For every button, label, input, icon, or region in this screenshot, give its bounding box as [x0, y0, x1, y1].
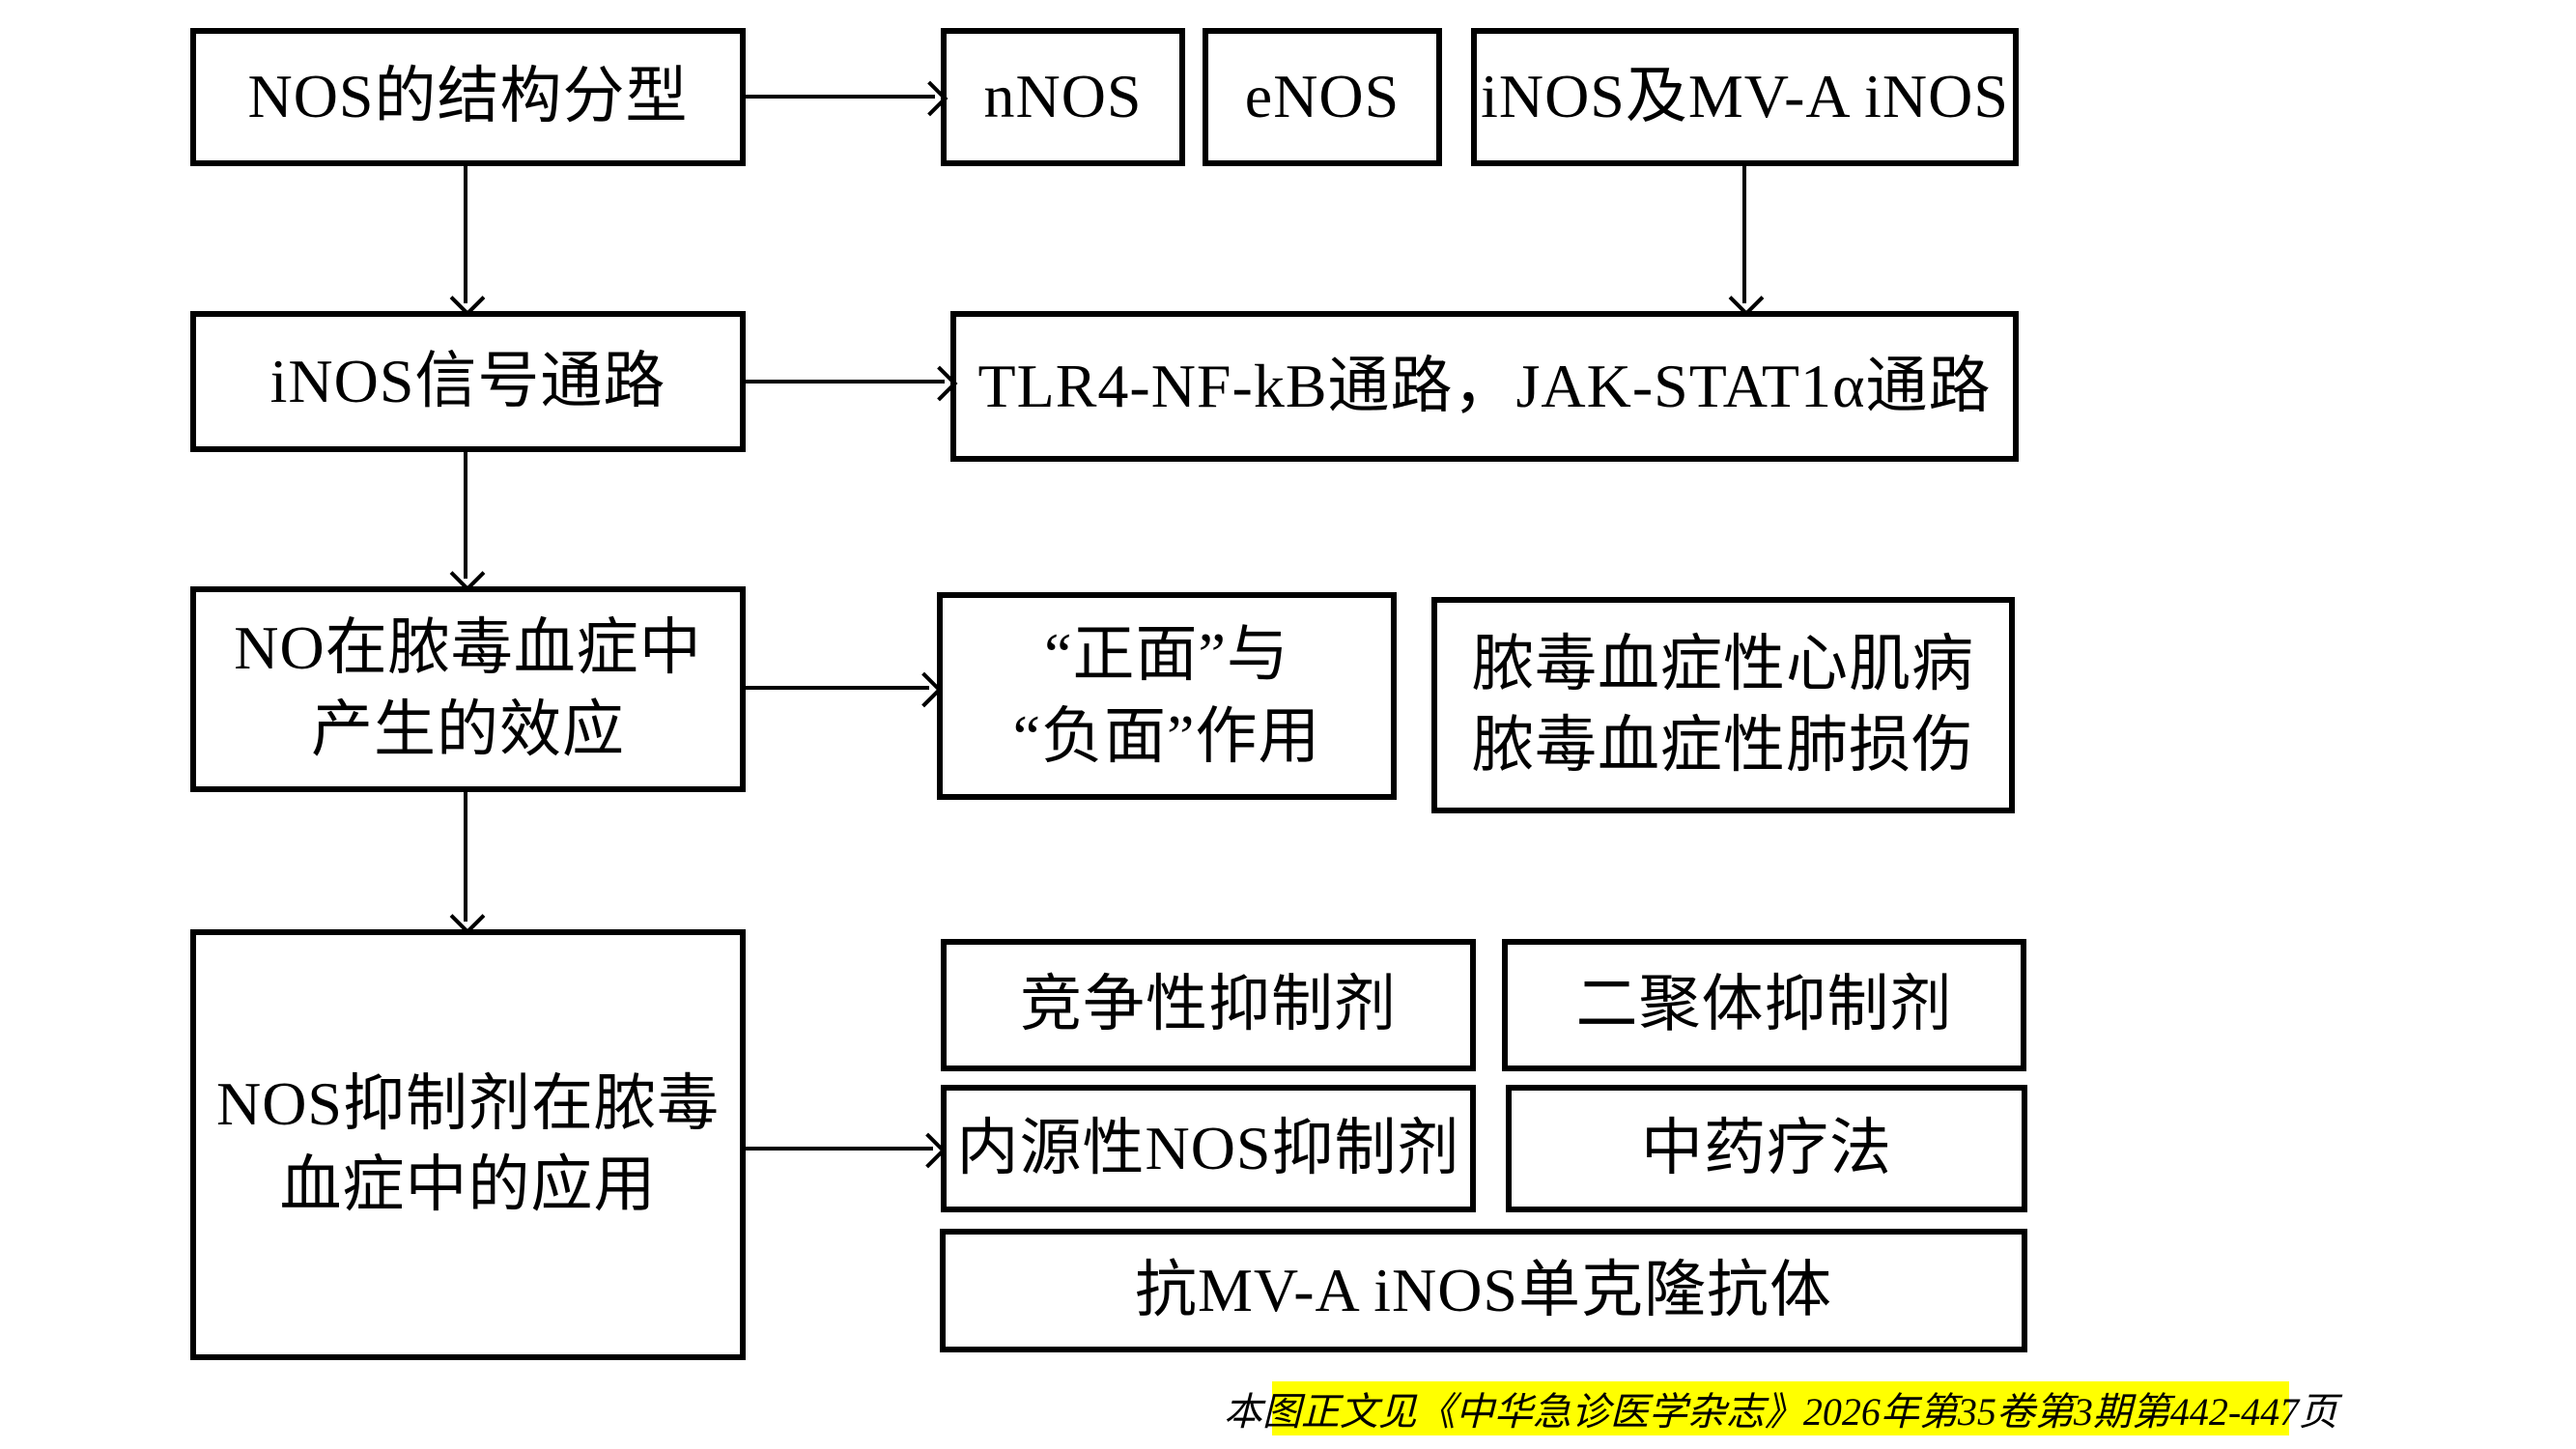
node-label: “正面”与 “负面”作用 [1012, 620, 1321, 771]
arrow-nos-structure-to-nnos [746, 95, 935, 99]
flow-node-dimer-inhibitor: 二聚体抑制剂 [1502, 939, 2026, 1071]
node-label: 脓毒血症性心肌病 脓毒血症性肺损伤 [1472, 629, 1974, 780]
flow-node-competitive-inhibitor: 竞争性抑制剂 [941, 939, 1476, 1071]
node-label: NO在脓毒血症中 产生的效应 [234, 613, 702, 764]
node-label: eNOS [1244, 62, 1401, 131]
flow-node-endogenous-nos-inhibitor: 内源性NOS抑制剂 [941, 1085, 1476, 1212]
node-label: 中药疗法 [1641, 1113, 1892, 1182]
citation-highlight-band: 本图正文见《中华急诊医学杂志》2026年第35卷第3期第442-447页 [1224, 1381, 2337, 1435]
arrow-no-effect-to-pos-neg [746, 686, 929, 690]
citation-text: 本图正文见《中华急诊医学杂志》2026年第35卷第3期第442-447页 [1223, 1390, 2338, 1434]
arrow-inos-signal-to-tlr4 [746, 380, 945, 384]
flow-node-anti-mva-inos-monoclonal-antibody: 抗MV-A iNOS单克隆抗体 [940, 1229, 2027, 1352]
flow-node-inos-mva: iNOS及MV-A iNOS [1471, 28, 2019, 166]
flow-node-inos-signal-pathway: iNOS信号通路 [190, 311, 746, 452]
node-label: NOS抑制剂在脓毒 血症中的应用 [215, 1068, 721, 1219]
flow-node-tlr4-jak-stat-pathways: TLR4-NF-kB通路，JAK-STAT1α通路 [950, 311, 2019, 462]
flow-node-no-effects-in-sepsis: NO在脓毒血症中 产生的效应 [190, 586, 746, 792]
flow-node-nos-structure: NOS的结构分型 [190, 28, 746, 166]
node-label: TLR4-NF-kB通路，JAK-STAT1α通路 [977, 351, 1992, 420]
arrow-inos-signal-to-no-effect [464, 452, 467, 579]
arrow-nos-structure-to-inos-signal [464, 166, 467, 303]
arrow-no-effect-to-nos-inhibitor [464, 792, 467, 922]
flow-node-nos-inhibitors-application: NOS抑制剂在脓毒 血症中的应用 [190, 929, 746, 1360]
node-label: 二聚体抑制剂 [1575, 970, 1953, 1039]
arrow-nos-inhibitor-to-endogenous [746, 1147, 933, 1151]
node-label: 抗MV-A iNOS单克隆抗体 [1134, 1255, 1833, 1324]
node-label: 竞争性抑制剂 [1020, 970, 1397, 1039]
node-label: NOS的结构分型 [247, 62, 689, 131]
flow-node-nnos: nNOS [941, 28, 1185, 166]
flow-node-septic-cardiomyopathy-lung-injury: 脓毒血症性心肌病 脓毒血症性肺损伤 [1431, 597, 2015, 813]
node-label: nNOS [983, 62, 1143, 131]
flow-node-enos: eNOS [1203, 28, 1442, 166]
flow-node-tcm-therapy: 中药疗法 [1506, 1085, 2027, 1212]
arrow-inos-mva-to-tlr4 [1742, 166, 1746, 303]
flow-node-positive-negative-effects: “正面”与 “负面”作用 [937, 592, 1397, 800]
node-label: iNOS信号通路 [269, 346, 666, 415]
node-label: 内源性NOS抑制剂 [956, 1113, 1460, 1182]
node-label: iNOS及MV-A iNOS [1481, 62, 2009, 131]
